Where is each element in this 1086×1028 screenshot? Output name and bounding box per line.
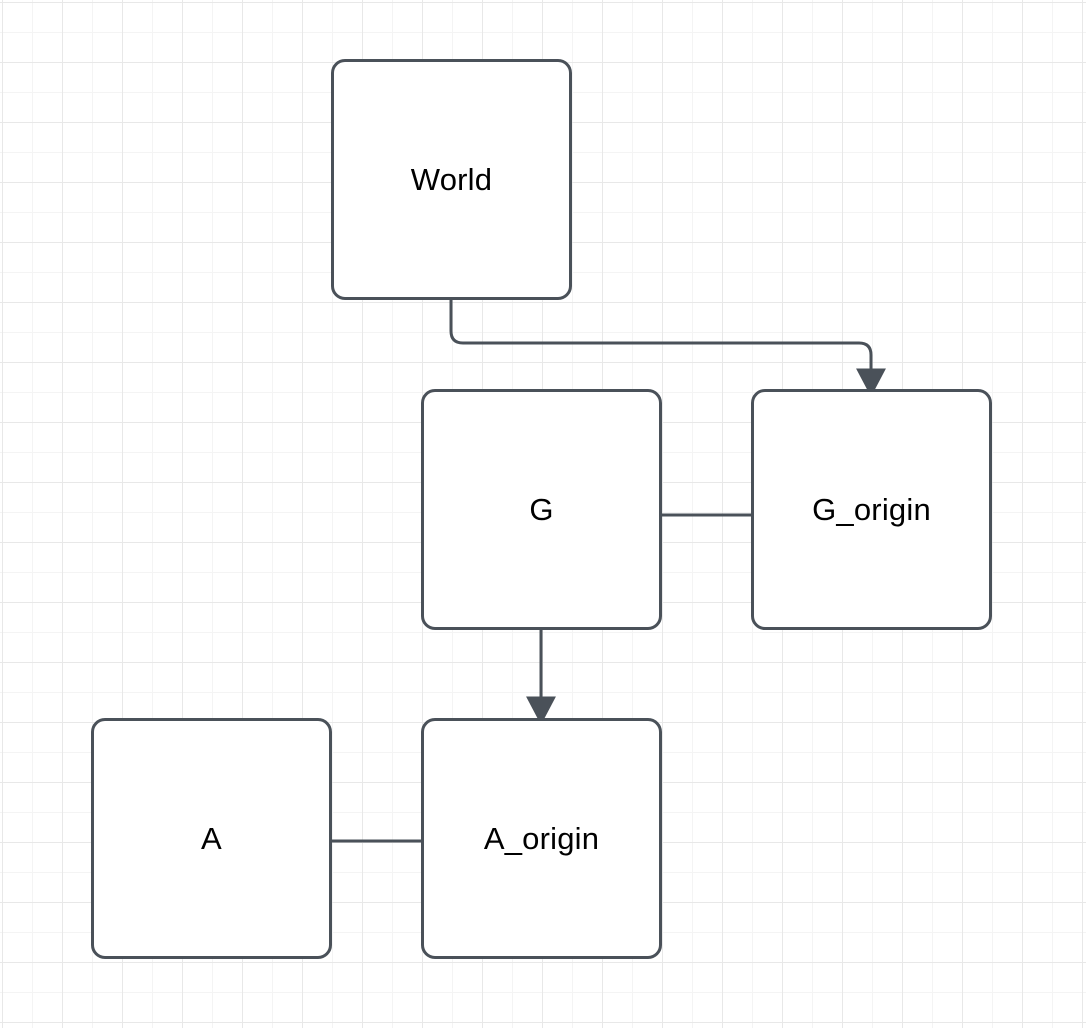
node-a-origin[interactable]: A_origin [421,718,662,959]
node-g-origin[interactable]: G_origin [751,389,992,630]
edge-world-to-g_origin [449,300,886,397]
node-g-label: G [529,492,554,527]
node-a-origin-label: A_origin [483,821,600,856]
node-world[interactable]: World [331,59,572,300]
node-g-origin-label: G_origin [812,492,931,527]
node-world-label: World [410,162,493,197]
node-a-label: A [201,821,222,856]
node-g[interactable]: G [421,389,662,630]
node-a[interactable]: A [91,718,332,959]
